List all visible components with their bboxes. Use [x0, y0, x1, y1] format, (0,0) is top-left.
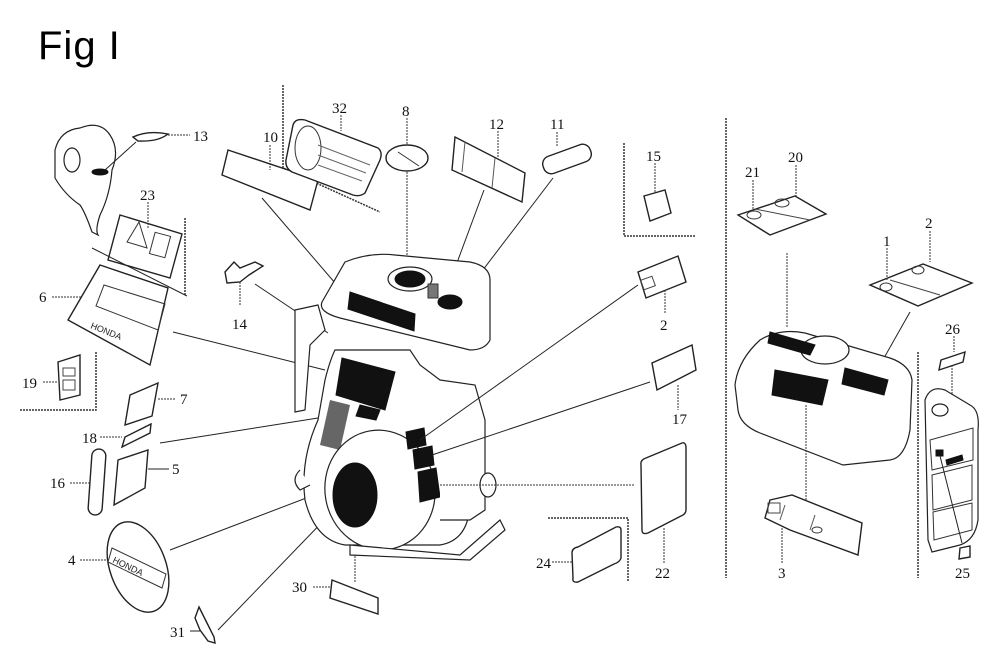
callout-1: 1: [883, 234, 891, 250]
side-decal-3: [417, 467, 441, 503]
callout-5: 5: [172, 462, 180, 478]
label-16-shape: [87, 448, 107, 516]
callout-14: 14: [232, 317, 248, 333]
figure-title: Fig I: [38, 24, 121, 68]
label-24-shape: [571, 526, 622, 583]
honda-emblem-4: HONDA: [80, 491, 323, 613]
callout-10: 10: [263, 130, 278, 146]
recoil-starter-decal: [332, 462, 378, 528]
callout-17: 17: [672, 412, 688, 428]
fuel-cap: [394, 270, 426, 288]
callout-18: 18: [82, 431, 97, 447]
callout-22: 22: [655, 566, 670, 582]
recoil-decal-block: [335, 357, 396, 411]
label-2-shape: [637, 255, 687, 299]
right-tank-decal-right: [841, 367, 889, 396]
decal-21-20-shape: [736, 195, 828, 236]
right-tank-decal-top: [767, 331, 816, 356]
callout-3: 3: [778, 566, 786, 582]
callout-20: 20: [788, 150, 803, 166]
callout-31: 31: [170, 625, 185, 641]
callout-13: 13: [193, 129, 208, 145]
honda-panel-label-6: HONDA: [52, 264, 326, 371]
label-19: [43, 354, 81, 401]
arrow-label-31: [190, 513, 379, 644]
callout-12: 12: [489, 117, 504, 133]
small-labels-left: [70, 381, 319, 516]
carb-label-spot: [91, 168, 109, 176]
callout-19: 19: [22, 376, 37, 392]
callout-23: 23: [140, 188, 155, 204]
right-fuel-tank: [734, 165, 974, 563]
label-17-shape: [651, 343, 697, 392]
callout-30: 30: [292, 580, 307, 596]
callout-6: 6: [39, 290, 47, 306]
divider-24: [548, 517, 629, 582]
label-13-shape: [131, 131, 170, 142]
callout-2: 2: [660, 318, 668, 334]
side-decal-1: [405, 427, 427, 450]
carburetor-illustration: [54, 124, 190, 237]
divider-15: [623, 143, 695, 237]
tank-oval-decal: [437, 294, 463, 310]
tank-decal-block: [347, 291, 416, 332]
callout-25: 25: [955, 566, 970, 582]
callout-26: 26: [945, 322, 961, 338]
side-decal-2: [412, 445, 435, 470]
decal-3-shape: [764, 494, 863, 556]
label-22-shape: [640, 442, 687, 535]
callout-7: 7: [180, 392, 188, 408]
callout-16: 16: [50, 476, 66, 492]
label-18-shape: [120, 422, 152, 449]
decal-strip: [355, 404, 381, 421]
callout-4: 4: [68, 553, 76, 569]
top-labels: [221, 115, 593, 313]
callout-numbers: 13 23 6 19 7 18 5 16 4 31 30 14 10 32 8 …: [22, 101, 970, 641]
panel-decal-bar: [945, 454, 964, 466]
callout-21: 21: [745, 165, 760, 181]
label-5-shape: [113, 449, 149, 507]
callout-8: 8: [402, 104, 410, 120]
panel-decal-small: [935, 449, 944, 457]
right-tank-decal-left: [771, 369, 829, 406]
engine-illustration: [294, 253, 651, 561]
warning-label-23: [91, 202, 188, 297]
callout-11: 11: [550, 117, 564, 133]
side-panel-illustration: [924, 336, 979, 560]
decal-1-2-shape: [868, 263, 974, 307]
label-10-shape: [221, 149, 319, 211]
label-15-shape: [643, 189, 672, 222]
label-11-shape: [541, 143, 593, 175]
divider-19: [20, 352, 97, 411]
label-7-shape: [124, 381, 159, 427]
middle-right-labels: [552, 163, 697, 583]
callout-32: 32: [332, 101, 347, 117]
label-32-shape: [285, 118, 382, 197]
label-26-shape: [938, 350, 966, 372]
callout-15: 15: [646, 149, 661, 165]
callout-2-right: 2: [925, 216, 933, 232]
tank-small-decal: [427, 283, 439, 299]
label-30-shape: [329, 579, 379, 615]
callout-24: 24: [536, 556, 552, 572]
arrow-label-14: [224, 260, 329, 334]
label-25-shape: [958, 545, 971, 560]
label-12-shape: [451, 135, 526, 204]
